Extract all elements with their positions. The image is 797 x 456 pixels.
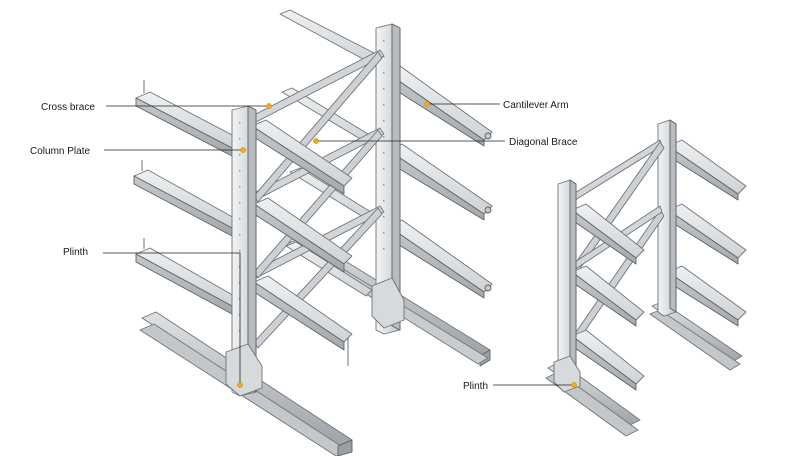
callout-diagonal-brace: Diagonal Brace xyxy=(313,137,578,148)
front-left-arms xyxy=(133,80,239,315)
callout-cantilever-arm: Cantilever Arm xyxy=(424,100,569,111)
label-cantilever-arm: Cantilever Arm xyxy=(503,100,569,111)
double-sided-rack xyxy=(133,9,493,456)
single-front-column xyxy=(553,179,581,393)
callouts: Cross brace Column Plate Plinth Cantilev… xyxy=(30,100,578,392)
callout-plinth-left: Plinth xyxy=(63,247,243,388)
label-plinth-right: Plinth xyxy=(463,381,488,392)
single-rear-arms xyxy=(667,139,747,327)
callout-cross-brace: Cross brace xyxy=(41,102,272,113)
single-sided-rack xyxy=(545,119,747,437)
front-column xyxy=(225,105,263,397)
label-cross-brace: Cross brace xyxy=(41,102,95,113)
callout-plinth-right: Plinth xyxy=(463,381,577,392)
front-right-arms xyxy=(251,119,353,366)
label-diagonal-brace: Diagonal Brace xyxy=(509,137,578,148)
single-braces xyxy=(569,139,665,345)
rear-column xyxy=(371,23,405,335)
single-rear-column xyxy=(657,119,677,317)
label-plinth-left: Plinth xyxy=(63,247,88,258)
rear-column-holes xyxy=(383,40,385,250)
callout-column-plate: Column Plate xyxy=(30,146,246,157)
single-front-arms xyxy=(571,203,645,391)
label-column-plate: Column Plate xyxy=(30,146,90,157)
